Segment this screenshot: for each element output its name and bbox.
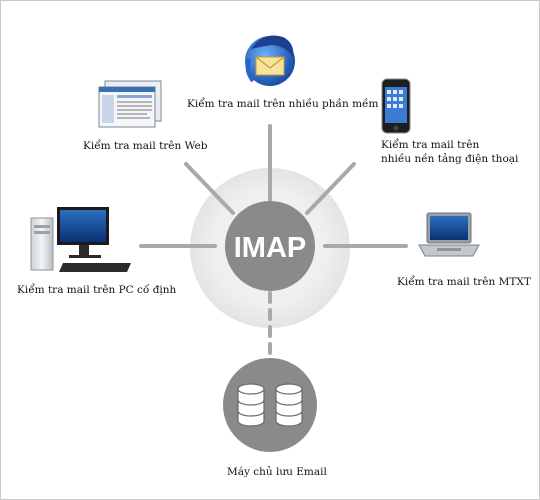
label-phone-line2: nhiều nền tảng điện thoại (381, 153, 519, 165)
label-pc: Kiểm tra mail trên PC cố định (17, 284, 177, 296)
connector-lines (139, 124, 408, 363)
label-laptop: Kiểm tra mail trên MTXT (397, 276, 531, 288)
imap-hub-label: IMAP (234, 232, 307, 264)
label-multi-software: Kiểm tra mail trên nhiều phần mềm (187, 98, 379, 110)
thunderbird-icon (245, 35, 295, 86)
label-server: Máy chủ lưu Email (227, 466, 327, 478)
desktop-pc-icon (30, 207, 131, 272)
imap-hub (225, 201, 315, 291)
browser-window-icon (98, 80, 162, 128)
database-icon (223, 358, 317, 452)
connector-web (184, 162, 235, 215)
label-web: Kiểm tra mail trên Web (83, 140, 208, 152)
laptop-icon (418, 212, 480, 257)
label-phone-line1: Kiểm tra mail trên (381, 139, 480, 151)
smartphone-icon (381, 78, 411, 134)
connector-phone (305, 162, 356, 215)
